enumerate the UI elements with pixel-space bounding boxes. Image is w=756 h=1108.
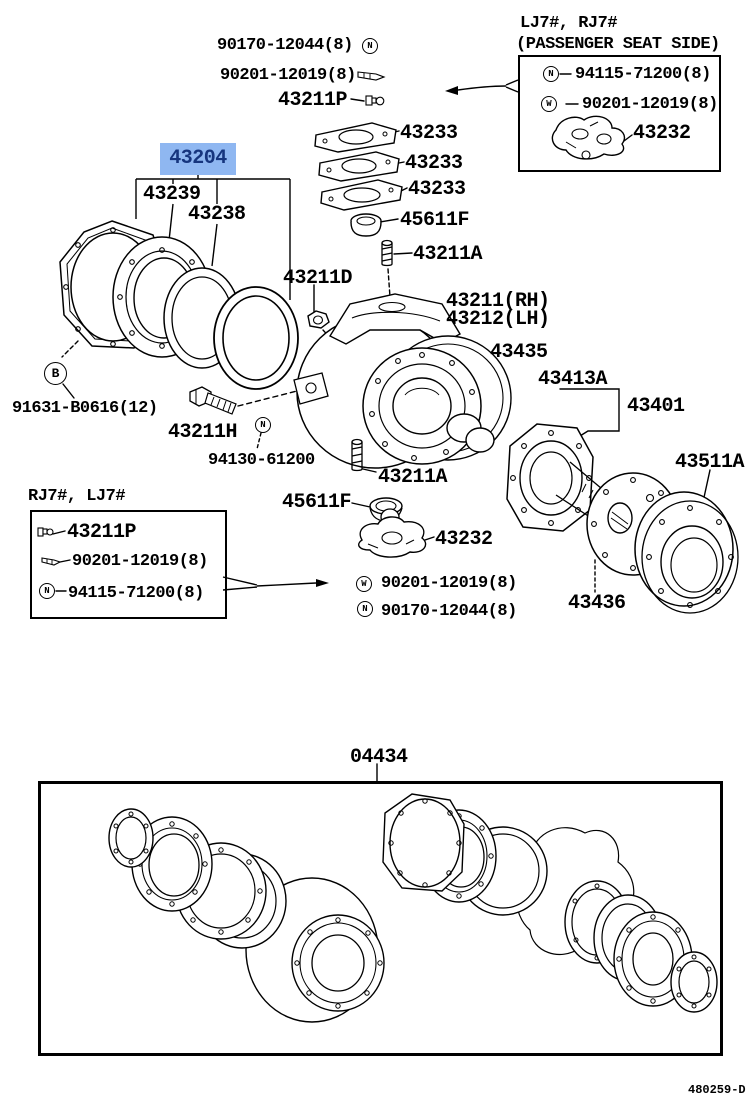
callout-43436[interactable]: 43436 bbox=[568, 592, 626, 615]
selected-part-callout-43204[interactable]: 43204 bbox=[160, 143, 236, 175]
bolt-marker-icon-b: B bbox=[44, 362, 67, 385]
fitting-icon-top bbox=[365, 95, 385, 106]
callout-94115-box2[interactable]: 94115-71200(8) bbox=[68, 584, 204, 603]
part-cap-45611f-top bbox=[350, 213, 382, 237]
part-bolt-43211h bbox=[189, 386, 237, 415]
callout-45611f-2[interactable]: 45611F bbox=[282, 491, 352, 514]
part-joint-43232-box bbox=[551, 115, 626, 160]
condition-box-passenger-seat-side bbox=[518, 55, 721, 172]
callout-43233-1[interactable]: 43233 bbox=[400, 122, 458, 145]
nut-marker-icon-mid: N bbox=[357, 601, 373, 617]
fitting-icon-box2 bbox=[37, 527, 54, 537]
part-knuckle-flange bbox=[362, 347, 495, 465]
callout-43211h[interactable]: 43211H bbox=[168, 421, 238, 444]
callout-43211d[interactable]: 43211D bbox=[283, 267, 353, 290]
kit-right-assembly bbox=[382, 793, 718, 1013]
washer-marker-icon-box1: W bbox=[541, 96, 557, 112]
nut-marker-icon-box1: N bbox=[543, 66, 559, 82]
callout-43233-3[interactable]: 43233 bbox=[408, 178, 466, 201]
part-gasket-plates-43233 bbox=[314, 122, 403, 211]
callout-45611f-1[interactable]: 45611F bbox=[400, 209, 470, 232]
part-oil-seal-43511a bbox=[634, 491, 739, 614]
callout-43238[interactable]: 43238 bbox=[188, 203, 246, 226]
callout-43212-lh[interactable]: 43212(LH) bbox=[446, 308, 550, 331]
nut-marker-icon-box2: N bbox=[39, 583, 55, 599]
callout-43211a-2[interactable]: 43211A bbox=[378, 466, 448, 489]
callout-91631[interactable]: 91631-B0616(12) bbox=[12, 399, 158, 418]
callout-43401[interactable]: 43401 bbox=[627, 395, 685, 418]
callout-43233-2[interactable]: 43233 bbox=[405, 152, 463, 175]
kit-box-04434 bbox=[38, 781, 723, 1056]
part-spindle-43401 bbox=[506, 423, 613, 532]
callout-43239[interactable]: 43239 bbox=[143, 183, 201, 206]
callout-90170-mid[interactable]: 90170-12044(8) bbox=[381, 602, 517, 621]
part-nut-43211d bbox=[307, 310, 330, 329]
washer-marker-icon-mid: W bbox=[356, 576, 372, 592]
callout-90201-box1[interactable]: 90201-12019(8) bbox=[582, 95, 718, 114]
sheet-code: 480259-D bbox=[688, 1083, 746, 1097]
callout-43211p-top[interactable]: 43211P bbox=[278, 89, 348, 112]
nut-marker-icon-top: N bbox=[362, 38, 378, 54]
part-stud-43211a-mid bbox=[351, 438, 363, 472]
callout-94115-box1[interactable]: 94115-71200(8) bbox=[575, 65, 711, 84]
screw-icon-top bbox=[357, 71, 386, 81]
callout-90201-top[interactable]: 90201-12019(8) bbox=[220, 66, 356, 85]
callout-04434-kit[interactable]: 04434 bbox=[350, 746, 408, 769]
bracket-43204 bbox=[135, 175, 291, 300]
part-joint-43232-mid bbox=[358, 508, 427, 558]
callout-43435[interactable]: 43435 bbox=[490, 341, 548, 364]
part-stud-43211a-top bbox=[381, 239, 393, 267]
arrow-from-top-box bbox=[445, 79, 519, 95]
nut-marker-icon-94130: N bbox=[255, 417, 271, 433]
callout-43211-rh[interactable]: 43211(RH) bbox=[446, 290, 550, 313]
callout-43232-box1[interactable]: 43232 bbox=[633, 122, 691, 145]
kit-left-assembly bbox=[108, 808, 385, 1023]
callout-90170-top[interactable]: 90170-12044(8) bbox=[217, 36, 353, 55]
screw-icon-box2 bbox=[41, 557, 62, 566]
condition-title-line1: LJ7#, RJ7# bbox=[520, 14, 618, 33]
callout-43211p-box2[interactable]: 43211P bbox=[67, 521, 137, 544]
condition-box-rj7-lj7 bbox=[30, 510, 227, 619]
condition-title-rj7-lj7: RJ7#, LJ7# bbox=[28, 487, 126, 506]
part-oil-seal-ring-43204 bbox=[213, 286, 299, 390]
arrow-from-bottom-box bbox=[222, 576, 329, 591]
callout-43413a[interactable]: 43413A bbox=[538, 368, 608, 391]
callout-94130[interactable]: 94130-61200 bbox=[208, 451, 315, 470]
callout-90201-mid[interactable]: 90201-12019(8) bbox=[381, 574, 517, 593]
callout-43211a-1[interactable]: 43211A bbox=[413, 243, 483, 266]
callout-90201-box2[interactable]: 90201-12019(8) bbox=[72, 552, 208, 571]
callout-43232-mid[interactable]: 43232 bbox=[435, 528, 493, 551]
condition-title-line2: (PASSENGER SEAT SIDE) bbox=[516, 35, 720, 54]
callout-43511a[interactable]: 43511A bbox=[675, 451, 745, 474]
